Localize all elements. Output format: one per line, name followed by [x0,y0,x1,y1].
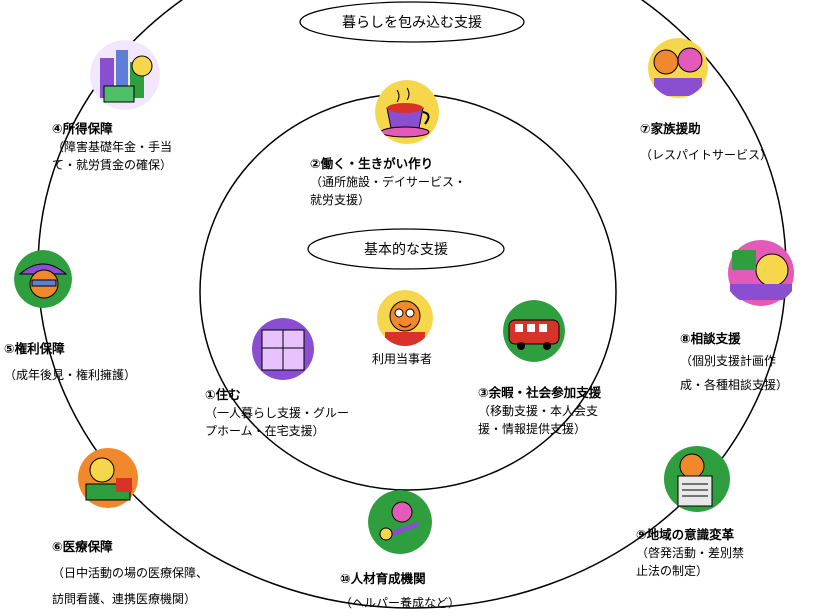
person-face-icon [377,290,433,346]
item-iryo-line2: 訪問看護、連携医療機関） [52,592,197,606]
item-hataraku: ②働く・生きがい作り （通所施設・デイサービス・ 就労支援） [310,155,466,209]
item-yoka-line1: （移動支援・本人会支 [478,404,599,418]
item-kazoku-title: ⑦家族援助 [640,121,701,136]
item-hataraku-line2: 就労支援） [310,193,371,207]
item-jinzai-line1: （ヘルパー養成など） [340,596,461,610]
medical-person-icon [72,448,144,508]
oval-basic-support [307,228,505,270]
item-jinzai-title: ⑩人材育成機関 [340,571,426,586]
item-sodan: ⑧相談支援 （個別支援計画作 成・各種相談支援） [680,330,788,394]
center-user-label: 利用当事者 [372,352,433,366]
item-jinzai: ⑩人材育成機関 （ヘルパー養成など） [340,570,460,612]
teacher-figure-icon [368,490,432,554]
house-window-icon [248,318,318,380]
item-sodan-title: ⑧相談支援 [680,331,741,346]
coffee-cup-icon [375,80,439,144]
item-chiiki-line2: 止法の制定） [636,564,709,578]
item-yoka: ③余暇・社会参加支援 （移動支援・本人会支 援・情報提供支援） [478,384,601,438]
item-kazoku: ⑦家族援助 （レスパイトサービス） [640,120,772,164]
item-shotoku-title: ④所得保障 [52,121,113,136]
item-shotoku-line1: （障害基礎年金・手当 [52,140,173,154]
item-iryo-title: ⑥医療保障 [52,539,113,554]
basic-support-label: 基本的な支援 [364,242,448,258]
item-chiiki-line1: （啓発活動・差別禁 [636,546,745,560]
item-sodan-line2: 成・各種相談支援） [680,378,789,392]
item-sumu-line1: （一人暮らし支援・グルー [205,406,350,420]
item-kenri-title: ⑤権利保障 [4,341,65,356]
outer-support-label: 暮らしを包み込む支援 [342,15,482,31]
item-hataraku-line1: （通所施設・デイサービス・ [310,175,467,189]
item-sumu-line2: プホーム・在宅支援） [205,424,325,438]
item-sumu-title: ①住む [205,387,241,402]
counselor-face-icon [724,240,798,306]
item-chiiki-title: ⑨地域の意識変革 [636,527,735,542]
item-yoka-line2: 援・情報提供支援） [478,422,587,436]
item-iryo: ⑥医療保障 （日中活動の場の医療保障、 訪問看護、連携医療機関） [52,538,208,608]
item-hataraku-title: ②働く・生きがい作り [310,156,434,171]
item-sumu: ①住む （一人暮らし支援・グルー プホーム・在宅支援） [205,386,349,440]
item-shotoku: ④所得保障 （障害基礎年金・手当 て・就労賃金の確保） [52,120,172,174]
item-shotoku-line2: て・就労賃金の確保） [52,158,173,172]
item-kazoku-line1: （レスパイトサービス） [640,148,773,162]
oval-outer-support [299,1,525,43]
item-iryo-line1: （日中活動の場の医療保障、 [52,566,209,580]
item-yoka-title: ③余暇・社会参加支援 [478,385,602,400]
item-sodan-line1: （個別支援計画作 [680,354,777,368]
cap-person-icon [14,250,72,308]
money-city-icon [90,40,160,110]
item-kenri: ⑤権利保障 （成年後見・権利擁護） [4,340,136,384]
newspaper-reader-icon [662,446,732,512]
item-kenri-line1: （成年後見・権利擁護） [4,368,137,382]
bus-icon [503,300,565,362]
family-faces-icon [648,38,708,98]
item-chiiki: ⑨地域の意識変革 （啓発活動・差別禁 止法の制定） [636,526,744,580]
